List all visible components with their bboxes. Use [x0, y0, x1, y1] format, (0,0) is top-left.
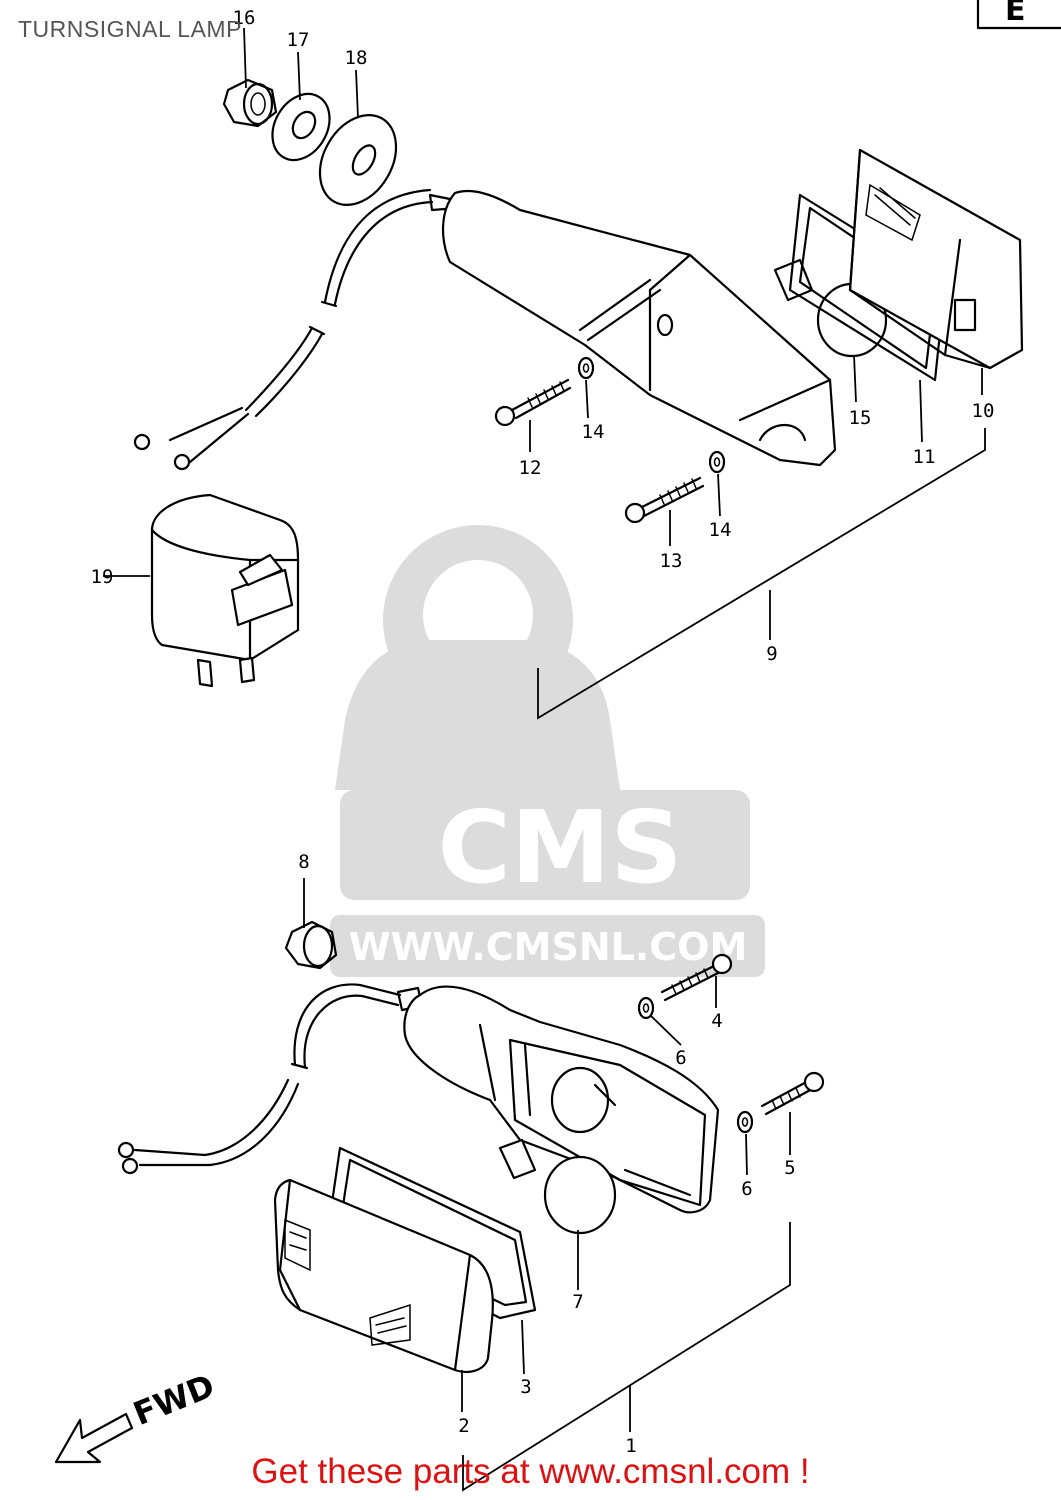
part-9-turnsignal-housing — [428, 189, 837, 467]
page-title: TURNSIGNAL LAMP — [18, 16, 242, 42]
part-2-lens — [273, 1178, 494, 1374]
watermark-logo: CMS WWW.CMSNL.COM — [330, 525, 765, 977]
corner-tab: E — [976, 0, 1061, 30]
label-17: 17 — [287, 29, 310, 51]
label-2: 2 — [458, 1415, 469, 1437]
fwd-arrow: FWD — [54, 1367, 220, 1464]
part-18-washer — [318, 113, 398, 207]
watermark-url: WWW.CMSNL.COM — [349, 925, 748, 969]
label-6a: 6 — [675, 1047, 686, 1069]
label-5: 5 — [784, 1157, 795, 1179]
part-16-nut — [222, 78, 278, 128]
part-12-screw — [494, 378, 572, 427]
part-13-screw — [624, 476, 705, 524]
label-16: 16 — [233, 7, 256, 29]
label-14b: 14 — [709, 519, 732, 541]
label-9: 9 — [766, 643, 777, 665]
label-18: 18 — [345, 47, 368, 69]
watermark-brand: CMS — [438, 789, 683, 906]
label-3: 3 — [520, 1376, 531, 1398]
part-14-washer-a — [577, 356, 595, 380]
part-14-washer-b — [708, 450, 726, 474]
part-19-relay — [150, 493, 300, 688]
footer-cta: Get these parts at www.cmsnl.com ! — [0, 1452, 1061, 1492]
label-7: 7 — [572, 1291, 583, 1313]
part-6-washer-b — [736, 1110, 754, 1134]
label-11: 11 — [913, 446, 936, 468]
part-17-washer — [271, 92, 331, 162]
corner-mark: E — [1005, 0, 1026, 28]
part-10-lens — [848, 148, 1024, 370]
part-5-screw — [760, 1071, 825, 1116]
label-13: 13 — [660, 550, 683, 572]
part-8-nut — [284, 920, 338, 970]
label-14a: 14 — [582, 421, 605, 443]
label-19: 19 — [91, 566, 114, 588]
part-4-screw — [660, 953, 733, 1002]
lower-wire — [117, 983, 424, 1175]
label-4: 4 — [711, 1010, 722, 1032]
part-6-washer-a — [637, 996, 655, 1020]
label-8: 8 — [298, 851, 309, 873]
part-number-labels: 16 17 18 12 14 13 14 15 11 10 9 19 8 4 6… — [91, 7, 995, 1457]
footer-cta-link[interactable]: Get these parts at www.cmsnl.com ! — [251, 1452, 810, 1491]
label-10: 10 — [972, 400, 995, 422]
part-7-bulb-seated — [550, 1066, 617, 1134]
label-15: 15 — [849, 407, 872, 429]
fwd-label: FWD — [128, 1367, 220, 1434]
leader-lines — [103, 27, 986, 1492]
part-7-bulb — [498, 1138, 617, 1235]
label-1: 1 — [625, 1435, 636, 1457]
label-6b: 6 — [741, 1178, 752, 1200]
label-12: 12 — [519, 457, 542, 479]
upper-wire — [133, 188, 434, 471]
